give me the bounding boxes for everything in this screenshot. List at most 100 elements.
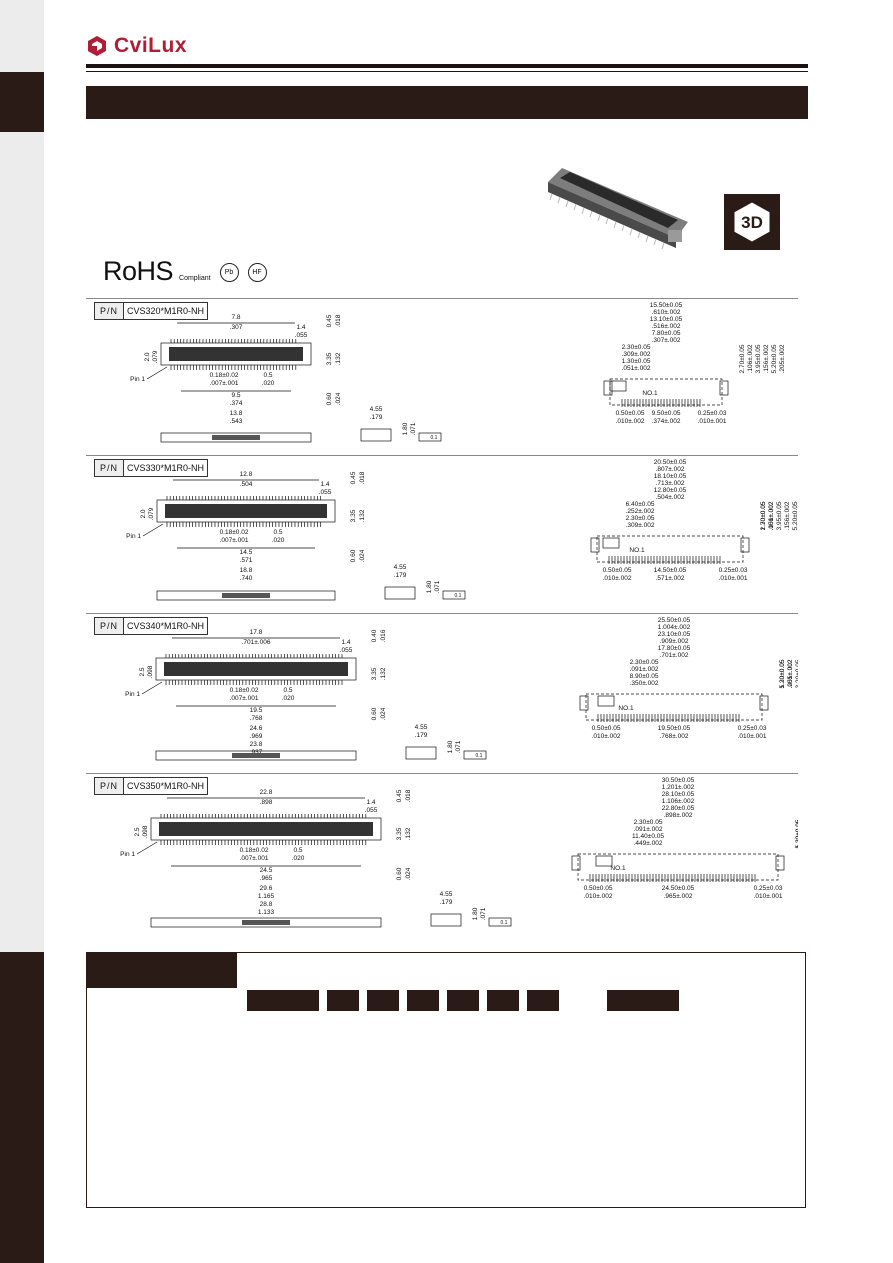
dim-label: 1.4 (366, 799, 375, 806)
rohs-mark: RoHS Compliant Pb HF (103, 258, 267, 285)
dim-label: 17.8 (250, 629, 263, 636)
dim-label: 0.1 (455, 593, 462, 599)
flatness-box (463, 750, 487, 760)
pcb-dim-label: 6.40±0.05 (626, 501, 655, 508)
dim-label: 0.40 (371, 629, 378, 642)
dim-label: .055 (319, 489, 332, 496)
pcb-pad (775, 855, 785, 871)
flatness-box (418, 432, 442, 442)
pcb-dim-label: 2.70±0.05 (760, 501, 767, 530)
pcb-dim-label: .091±.002 (630, 666, 659, 673)
dim-label: .132 (380, 667, 387, 680)
pcb-dim-label: .252±.002 (626, 508, 655, 515)
connector-front-view (155, 750, 357, 761)
dim-label: .018 (335, 314, 342, 327)
dim-label: 24.5 (260, 867, 273, 874)
connector-side-view (384, 586, 416, 600)
pcb-dim-label: 25.50±0.05 (658, 617, 691, 624)
dim-label: 7.8 (231, 314, 240, 321)
side-tab-bottom (0, 952, 44, 1263)
no1-label: NO.1 (610, 865, 626, 872)
pcb-dim-label: .051±.002 (768, 501, 775, 530)
dim-label: 0.1 (431, 435, 438, 441)
pcb-pad (719, 380, 729, 396)
front-housing (242, 920, 290, 925)
pcb-dim-label: .091±.002 (634, 826, 663, 833)
pn-label: P/N (95, 618, 124, 634)
pcb-dim-label: 3.95±0.05 (776, 501, 783, 530)
dim-label: 0.5 (283, 687, 292, 694)
dim-label: 1.80 (426, 580, 433, 593)
connector-front-view (160, 432, 312, 443)
brand-logo: CviLux (86, 34, 187, 58)
code-box-4 (447, 990, 479, 1011)
pcb-dim-label: 0.50±0.05 (616, 410, 645, 417)
dim-label: .132 (335, 352, 342, 365)
dim-label: .701±.006 (242, 639, 271, 646)
dim-label: .020 (262, 380, 275, 387)
dim-label: 2.0 (140, 509, 147, 518)
no1-label: NO.1 (618, 705, 634, 712)
pcb-dim-label: .965±.002 (664, 893, 693, 900)
dim-label: 4.55 (415, 724, 428, 731)
pcb-dim-label: .205±.002 (787, 659, 794, 688)
pin1-label: Pin 1 (125, 691, 140, 698)
leader-line (142, 523, 164, 537)
connector-front-view (150, 917, 382, 928)
dim-label: .179 (415, 732, 428, 739)
pcb-dim-label: 1.004±.002 (658, 624, 691, 631)
connector-slot (159, 822, 373, 836)
pcb-dim-label: .516±.002 (652, 323, 681, 330)
flatness-box (488, 917, 512, 927)
pcb-pad (609, 380, 627, 392)
dim-label: 3.35 (350, 509, 357, 522)
dim-label: 3.35 (371, 667, 378, 680)
ordering-box (86, 952, 806, 1208)
dim-label: .007±.001 (240, 855, 269, 862)
connector-top-view (155, 657, 357, 681)
connector-slot (164, 662, 348, 676)
pcb-dim-label: 1.201±.002 (662, 784, 695, 791)
3d-model-icon: 3D (724, 194, 780, 250)
pcb-pad (571, 855, 581, 871)
pcb-dim-label: 0.50±0.05 (592, 725, 621, 732)
pcb-dim-label: 15.50±0.05 (650, 302, 683, 309)
pcb-dim-label: .156±.002 (784, 501, 791, 530)
code-box-6 (527, 990, 559, 1011)
pcb-dim-label: 5.20±0.05 (771, 344, 778, 373)
pcb-dim-label: 1.30±0.05 (795, 819, 798, 848)
pcb-dim-label: .106±.002 (747, 344, 754, 373)
dim-label: .132 (405, 827, 412, 840)
pcb-dim-label: .309±.002 (626, 522, 655, 529)
dim-label: 0.60 (350, 549, 357, 562)
no1-label: NO.1 (629, 547, 645, 554)
dim-label: 0.5 (293, 847, 302, 854)
dim-label: 1.4 (341, 639, 350, 646)
pcb-dim-label: .010±.001 (698, 418, 727, 425)
dim-label: 2.5 (134, 827, 141, 836)
pcb-dim-label: 0.25±0.03 (754, 885, 783, 892)
ordering-header (87, 953, 237, 987)
cvilux-logo-icon (88, 36, 106, 56)
dim-label: 1.80 (402, 422, 409, 435)
pcb-dim-label: 0.25±0.03 (719, 567, 748, 574)
front-housing (232, 753, 280, 758)
dim-label: .020 (282, 695, 295, 702)
pcb-dim-label: 2.30±0.05 (634, 819, 663, 826)
dim-label: .179 (370, 414, 383, 421)
connector-slot (165, 504, 327, 518)
dim-label: 2.5 (139, 667, 146, 676)
pcb-dim-label: .610±.002 (652, 309, 681, 316)
dim-label: 22.8 (260, 789, 273, 796)
dim-label: .071 (434, 580, 441, 593)
pcb-dim-label: 3.95±0.05 (755, 344, 762, 373)
dim-label: 2.0 (144, 352, 151, 361)
dim-label: 13.8 (230, 410, 243, 417)
front-housing (222, 593, 270, 598)
pn-value: CVS330*M1R0-NH (127, 463, 205, 473)
pcb-dim-label: 0.25±0.03 (738, 725, 767, 732)
dim-label: 23.8 (250, 741, 263, 748)
dim-label: .016 (380, 629, 387, 642)
